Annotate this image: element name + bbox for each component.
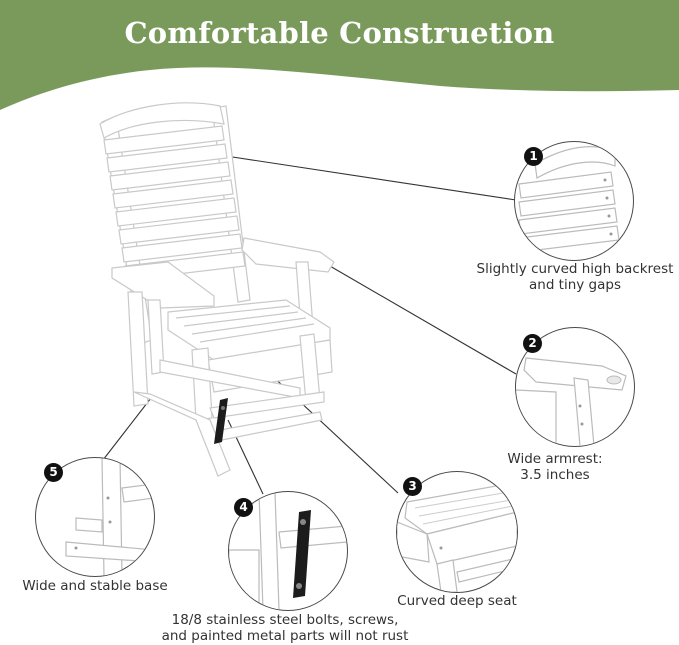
bracket-shape [214, 398, 228, 444]
bracket-detail [293, 510, 311, 598]
caption-base: Wide and stable base [10, 578, 180, 594]
caption-base-line1: Wide and stable base [22, 578, 168, 594]
badge-number-1: 1 [524, 147, 543, 166]
detail-circle-backrest [514, 141, 634, 261]
detail-circle-seat [396, 471, 518, 593]
caption-armrest: Wide armrest: 3.5 inches [480, 451, 630, 483]
caption-seat: Curved deep seat [372, 593, 542, 609]
caption-hardware-line1: 18/8 stainless steel bolts, screws, [171, 612, 399, 628]
page-title: Comfortable Construetion [124, 16, 555, 50]
caption-seat-line1: Curved deep seat [397, 593, 517, 609]
caption-armrest-line2: 3.5 inches [520, 467, 590, 483]
badge-number-4: 4 [234, 498, 253, 517]
caption-hardware-line2: and painted metal parts will not rust [161, 628, 409, 644]
badge-number-2: 2 [523, 334, 542, 353]
banner-background [0, 0, 679, 110]
caption-backrest-line2: and tiny gaps [528, 277, 621, 293]
caption-armrest-line1: Wide armrest: [507, 451, 603, 467]
badge-number-5: 5 [44, 463, 63, 482]
detail-circle-base [35, 457, 155, 577]
caption-backrest: Slightly curved high backrest and tiny g… [460, 261, 679, 293]
caption-hardware: 18/8 stainless steel bolts, screws, and … [140, 612, 430, 644]
badge-number-3: 3 [403, 477, 422, 496]
caption-backrest-line1: Slightly curved high backrest [476, 261, 674, 277]
